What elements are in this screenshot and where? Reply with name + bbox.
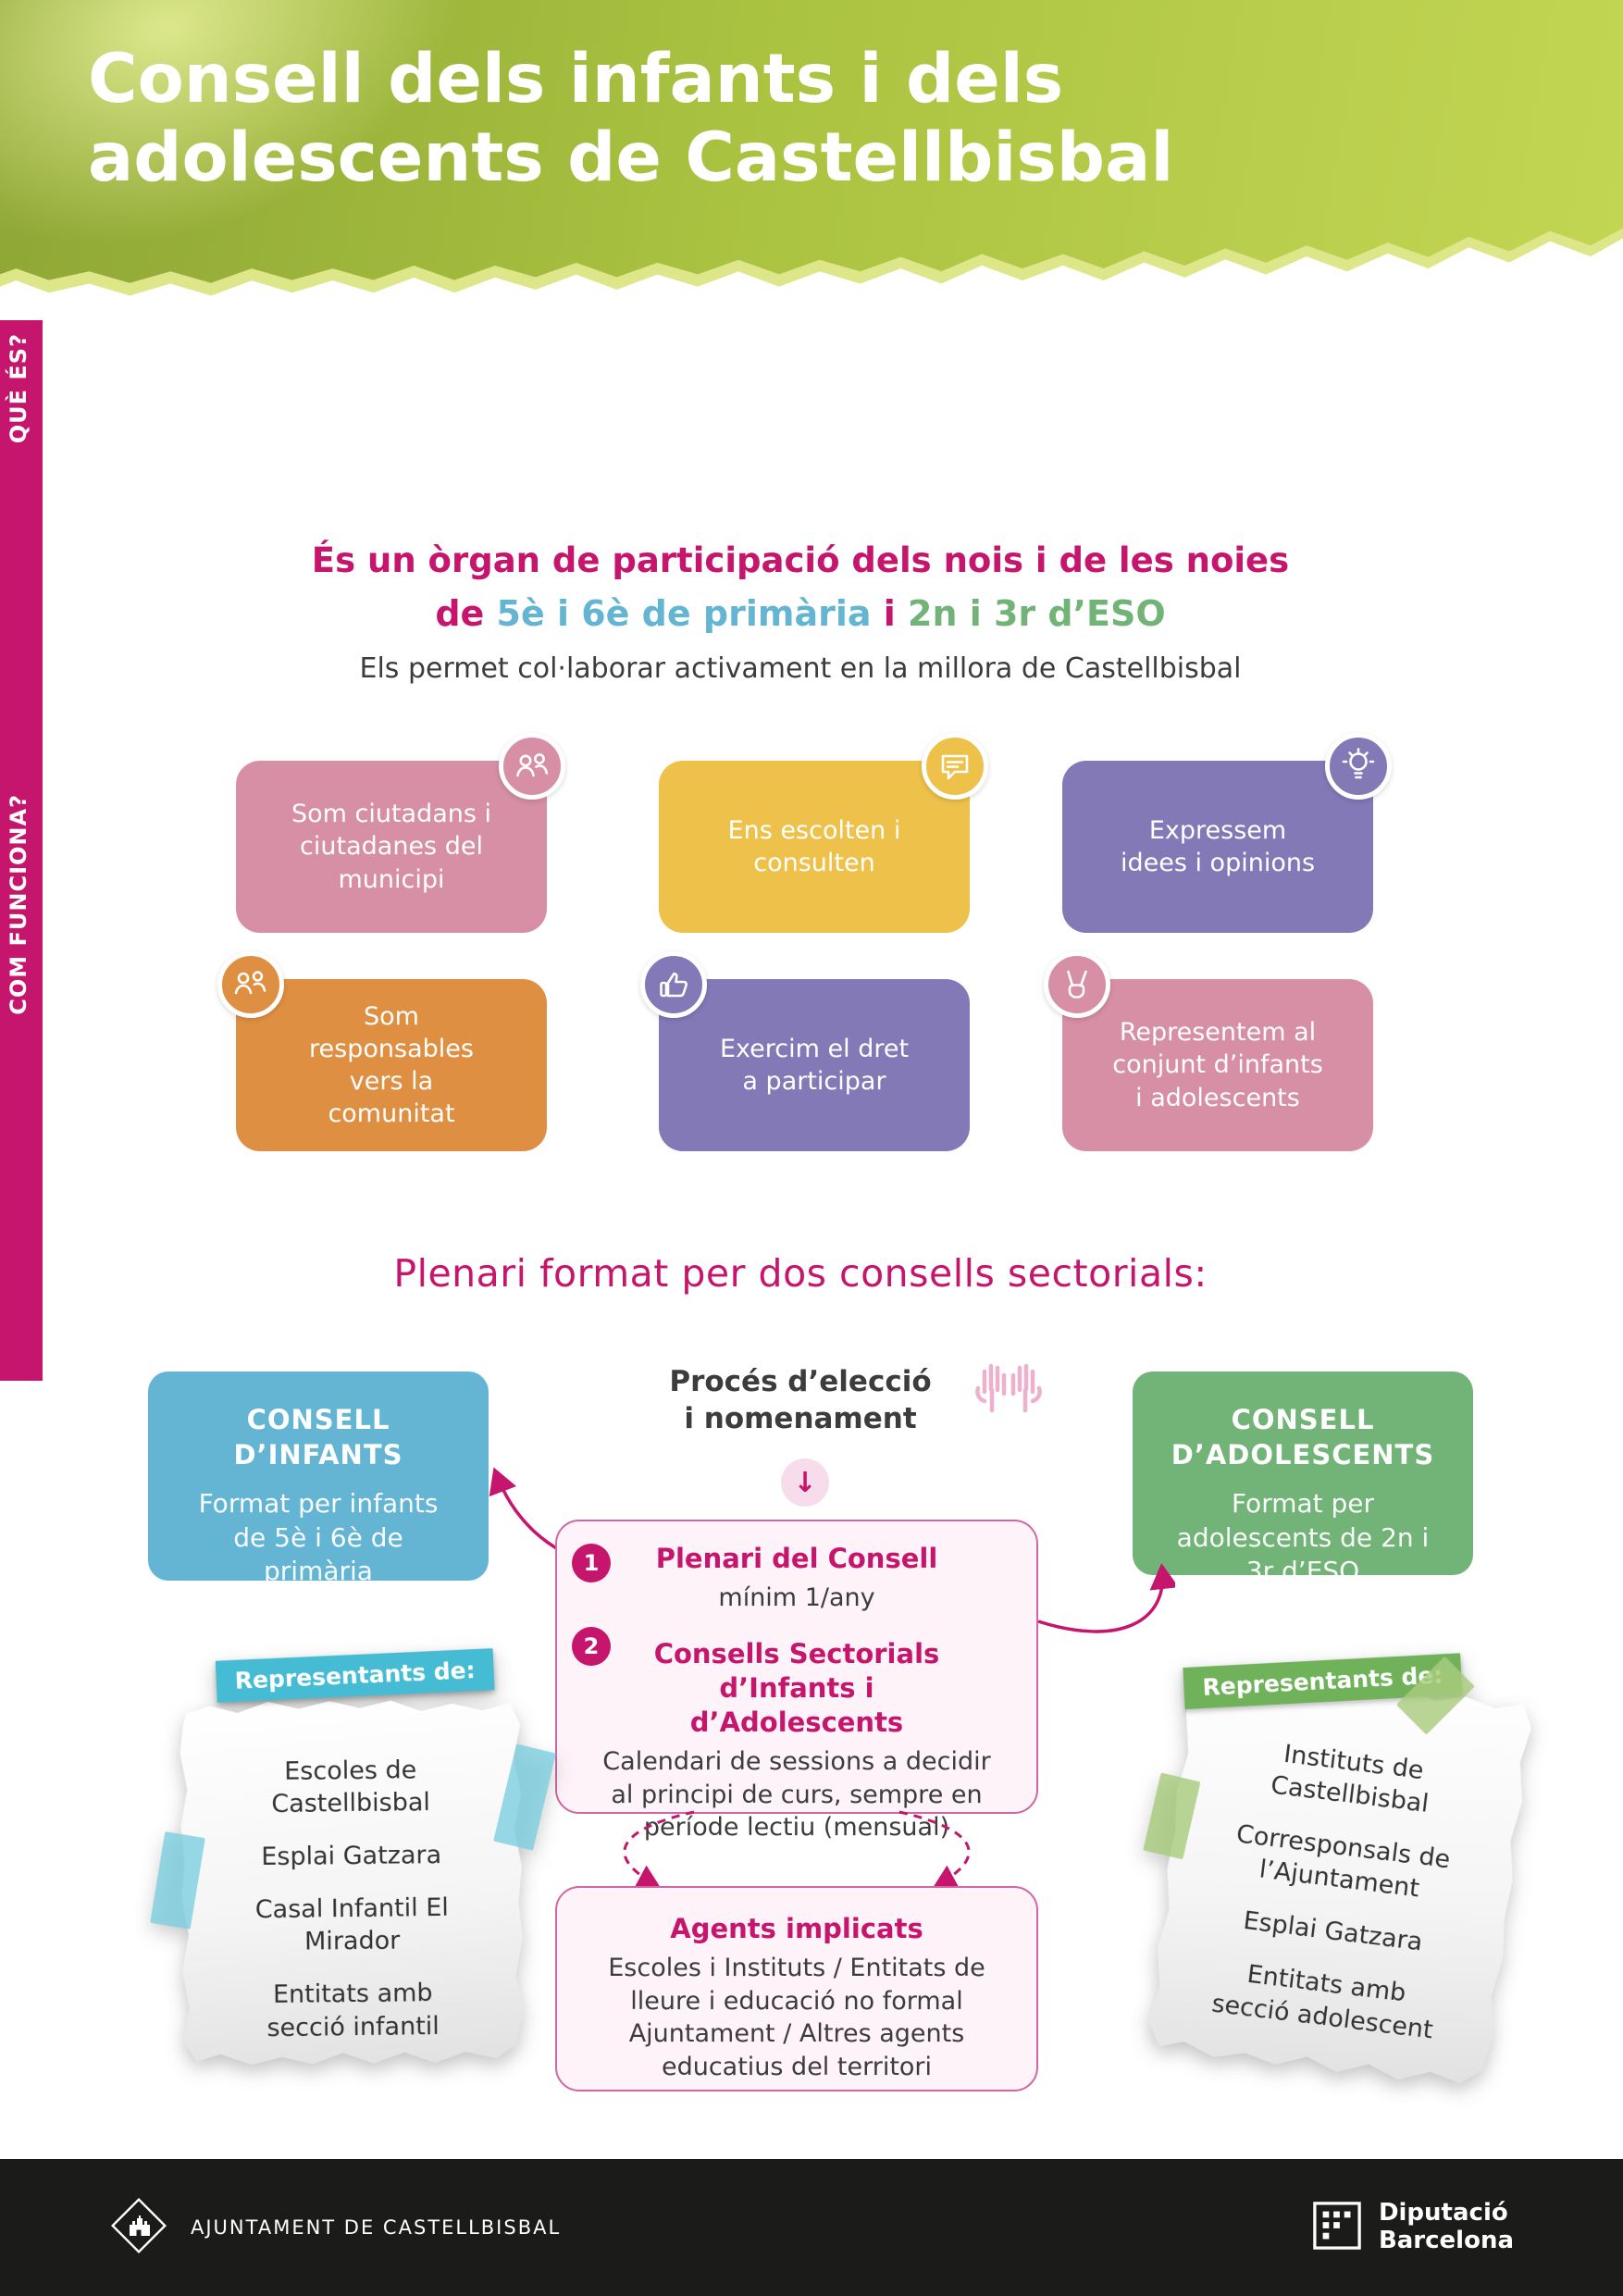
citizens-icon <box>499 733 565 800</box>
sectorials-body: Calendari de sessions a decidir al princ… <box>602 1747 991 1843</box>
representants-adolescents-note: Representants de: Instituts de Castellbi… <box>1143 1653 1535 2091</box>
speech-bubble-icon <box>922 733 988 800</box>
note-item: Esplai Gatzara <box>1241 1906 1425 1957</box>
community-icon <box>217 951 284 1018</box>
intro-line1: És un òrgan de participació dels nois i … <box>311 540 1290 580</box>
intro-line2-primaria: 5è i 6è de primària <box>496 593 872 634</box>
feature-card-ciutadans: Som ciutadans i ciutadanes del municipi <box>236 733 565 933</box>
consell-adolescents-body: Format per adolescents de 2n i 3r d’ESO <box>1176 1488 1430 1587</box>
ajuntament-label: AJUNTAMENT DE CASTELLBISBAL <box>191 2216 562 2239</box>
diputacio-logo <box>1312 2201 1362 2254</box>
plenari-title: Plenari del Consell <box>655 1543 938 1574</box>
section-label-how: COM FUNCIONA? <box>6 794 31 1015</box>
feature-card-text: Ens escolten i consulten <box>727 815 901 877</box>
consell-infants-box: CONSELL D’INFANTS Format per infants de … <box>148 1371 489 1586</box>
note-item: Esplai Gatzara <box>261 1841 442 1872</box>
note-item: Escoles de Castellbisbal <box>271 1756 431 1818</box>
representants-infants-note: Representants de: Escoles de Castellbisb… <box>150 1648 556 2066</box>
note-items: Instituts de Castellbisbal Corresponsals… <box>1147 1725 1527 2074</box>
step-1-badge: 1 <box>572 1544 611 1582</box>
consell-adolescents-title: CONSELL D’ADOLESCENTS <box>1133 1403 1473 1472</box>
raised-hands-icon <box>964 1344 1053 1418</box>
diputacio-brand: Diputació Barcelona <box>1312 2199 1514 2255</box>
intro-block: És un òrgan de participació dels nois i … <box>43 540 1558 685</box>
intro-line2-eso: 2n i 3r d’ESO <box>908 593 1166 634</box>
feature-card-text: Som responsables vers la comunitat <box>309 1001 474 1129</box>
intro-line2-de: de <box>435 593 485 634</box>
header: Consell dels infants i dels adolescents … <box>0 0 1623 283</box>
plenari-panel: 1 2 Plenari del Consell mínim 1/any Cons… <box>555 1520 1038 1842</box>
agents-panel: Agents implicats Escoles i Instituts / E… <box>555 1886 1038 2091</box>
feature-card-responsables: Som responsables vers la comunitat <box>217 951 547 1151</box>
consell-adolescents-title-line1: CONSELL <box>1231 1404 1375 1435</box>
feature-card-text: Exercim el dret a participar <box>719 1034 910 1096</box>
feature-card-expressem: Expressem idees i opinions <box>1062 733 1392 933</box>
feature-card-text: Expressem idees i opinions <box>1120 815 1316 877</box>
consell-infants-title-line1: CONSELL <box>246 1404 390 1435</box>
diputacio-line1: Diputació <box>1378 2199 1508 2228</box>
consell-infants-body: Format per infants de 5è i 6è de primàri… <box>198 1488 439 1587</box>
proces-heading: Procés d’elecció i nomenament <box>597 1364 1004 1437</box>
ideas-icon <box>1325 733 1392 800</box>
ajuntament-brand: AJUNTAMENT DE CASTELLBISBAL <box>109 2196 561 2259</box>
consell-adolescents-box: CONSELL D’ADOLESCENTS Format per adolesc… <box>1133 1371 1473 1586</box>
note-item: Entitats amb secció adolescent <box>1209 1960 1435 2044</box>
victory-hand-icon <box>1044 951 1110 1018</box>
intro-line3: Els permet col·laborar activament en la … <box>359 652 1242 685</box>
note-item: Corresponsals de l’Ajuntament <box>1234 1819 1452 1904</box>
ajuntament-logo <box>109 2196 168 2259</box>
plenari-frequency: mínim 1/any <box>718 1583 875 1613</box>
feature-card-text: Representem al conjunt d’infants i adole… <box>1112 1018 1323 1112</box>
thumbs-up-icon <box>640 951 707 1018</box>
page-title: Consell dels infants i dels adolescents … <box>88 40 1174 197</box>
proces-line1: Procés d’elecció <box>669 1365 932 1398</box>
section2-title: Plenari format per dos consells sectoria… <box>393 1251 1208 1296</box>
representants-badge: Representants de: <box>215 1648 495 1703</box>
diputacio-line2: Barcelona <box>1378 2227 1514 2254</box>
note-item: Casal Infantil El Mirador <box>254 1893 449 1956</box>
down-arrow-icon: ↓ <box>781 1458 829 1507</box>
feature-card-representem: Representem al conjunt d’infants i adole… <box>1044 951 1373 1151</box>
intro-line2-i: i <box>883 593 896 634</box>
consell-infants-title: CONSELL D’INFANTS <box>148 1403 489 1472</box>
agents-body: Escoles i Instituts / Entitats de lleure… <box>608 1954 985 2081</box>
page-title-line1: Consell dels infants i dels <box>88 40 1064 118</box>
feature-card-escolten: Ens escolten i consulten <box>659 733 988 933</box>
footer: AJUNTAMENT DE CASTELLBISBAL Diputació Ba… <box>0 2159 1623 2296</box>
agents-title: Agents implicats <box>670 1913 923 1944</box>
down-arrow-glyph: ↓ <box>793 1466 817 1499</box>
page-title-line2: adolescents de Castellbisbal <box>88 118 1174 197</box>
note-items: Escoles de Castellbisbal Esplai Gatzara … <box>180 1753 524 2065</box>
proces-line2: i nomenament <box>684 1401 917 1435</box>
step-2-badge: 2 <box>572 1627 611 1666</box>
sectorials-title: Consells Sectorials d’Infants i d’Adoles… <box>653 1637 940 1738</box>
consell-adolescents-title-line2: D’ADOLESCENTS <box>1171 1438 1435 1471</box>
feature-card-text: Som ciutadans i ciutadanes del municipi <box>291 800 492 894</box>
note-item: Entitats amb secció infantil <box>266 1979 440 2042</box>
consell-infants-title-line2: D’INFANTS <box>233 1438 403 1471</box>
intro-line2: de 5è i 6è de primària i 2n i 3r d’ESO <box>43 593 1558 634</box>
section-label-what: QUÈ ÉS? <box>6 333 31 444</box>
diputacio-label: Diputació Barcelona <box>1378 2199 1514 2255</box>
feature-card-exercim: Exercim el dret a participar <box>640 951 970 1151</box>
section-bar <box>0 320 43 1381</box>
